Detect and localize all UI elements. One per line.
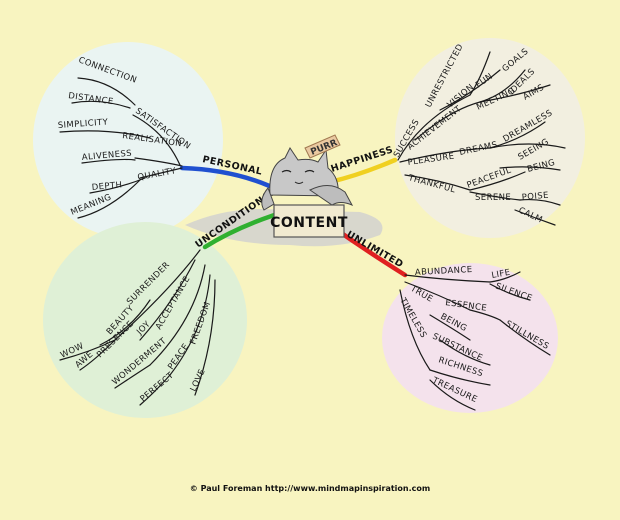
word-depth: DEPTH (91, 180, 122, 193)
unlimited-lines (399, 271, 551, 411)
word-life: LIFE (491, 268, 512, 281)
word-aliveness: ALIVENESS (81, 149, 132, 163)
personal-lines (59, 77, 183, 219)
happiness-bubble (395, 38, 585, 238)
content-box: CONTENT (270, 204, 348, 238)
unconditional-bubble (43, 222, 247, 418)
personal-bubble (33, 42, 223, 238)
word-abundance: ABUNDANCE (415, 265, 473, 278)
center-title: CONTENT (270, 215, 348, 231)
word-poise: POISE (521, 191, 549, 203)
cat-illustration (261, 147, 354, 211)
unconditional-lines (59, 249, 216, 406)
credit-text: © Paul Foreman http://www.mindmapinspira… (189, 484, 431, 493)
word-simplicity: SIMPLICITY (58, 117, 109, 131)
word-serene: SERENE (475, 193, 511, 203)
label-happiness: HAPPINESS (330, 144, 395, 175)
unlimited-bubble (382, 263, 558, 413)
happiness-lines (397, 51, 566, 226)
